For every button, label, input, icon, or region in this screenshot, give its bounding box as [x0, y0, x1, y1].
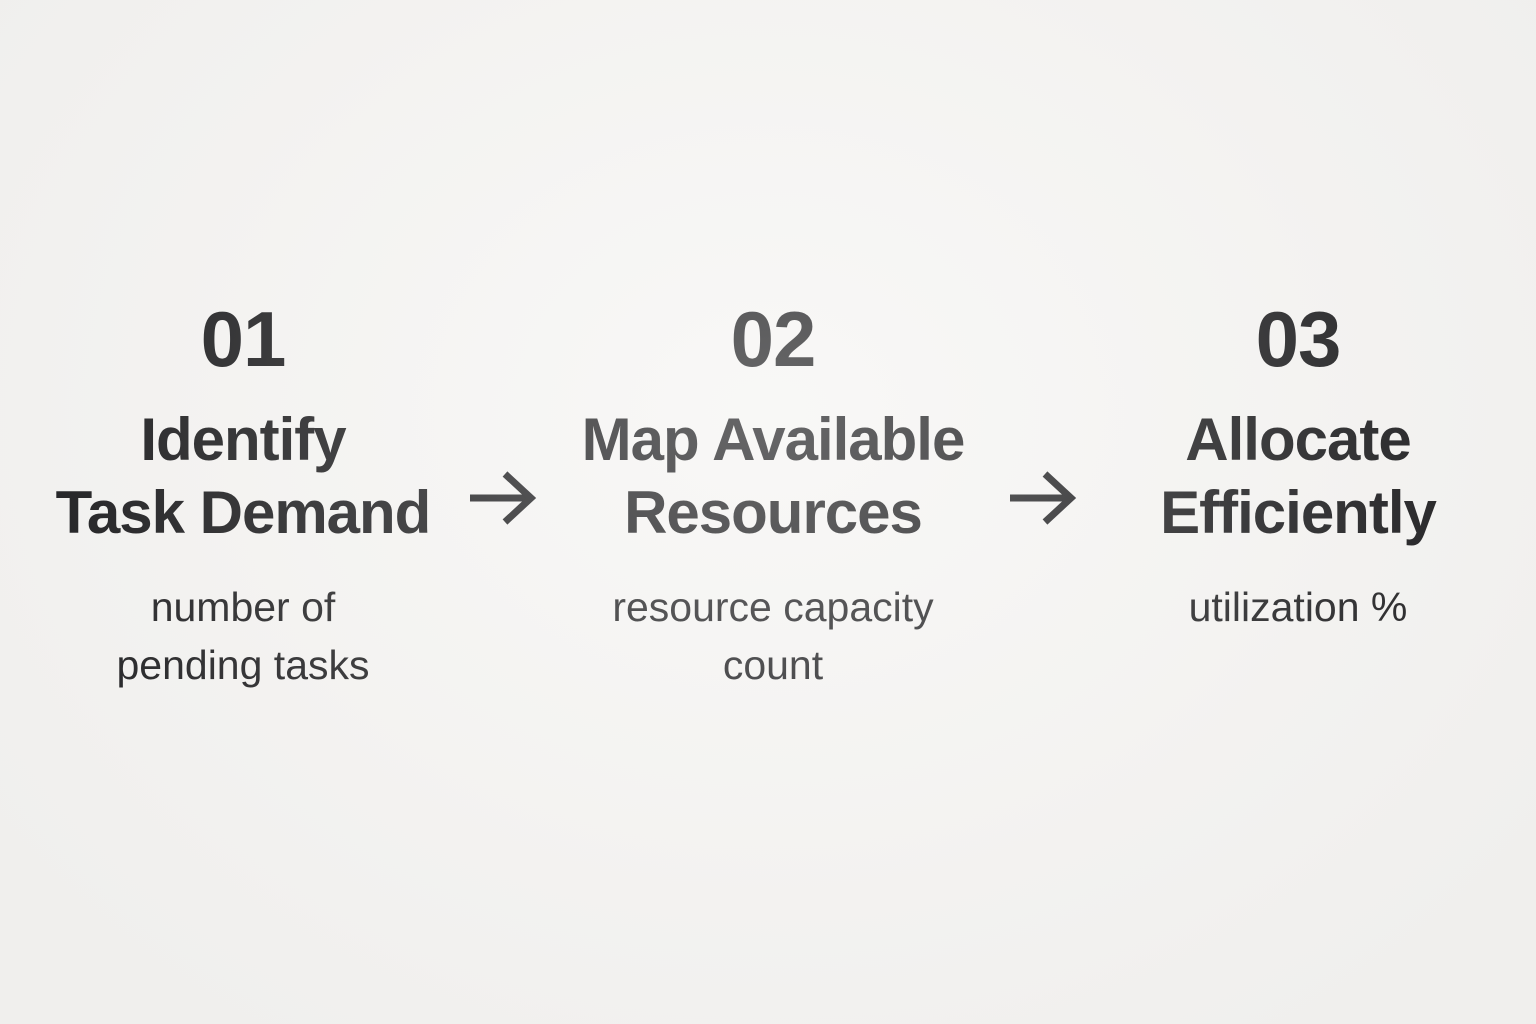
step-title-line: Map Available — [581, 406, 966, 473]
step-subtitle: resource capacity count — [612, 579, 933, 694]
step-subtitle: number of pending tasks — [116, 579, 369, 694]
step-identify-task-demand: 01 Identify Task Demand number of pendin… — [48, 300, 438, 694]
step-allocate-efficiently: 03 Allocate Efficiently utilization % — [1108, 300, 1488, 637]
right-arrow-icon — [1010, 471, 1077, 525]
step-subtitle-line: pending tasks — [116, 641, 370, 688]
step-title-line: Allocate — [1185, 406, 1411, 473]
step-number: 02 — [730, 295, 817, 383]
step-title: Allocate Efficiently — [1160, 404, 1437, 549]
step-title-line: Identify — [140, 406, 346, 473]
flow-arrow-1 — [438, 466, 568, 530]
step-subtitle-line: utilization % — [1188, 584, 1408, 631]
step-number: 01 — [200, 295, 287, 383]
process-flow: 01 Identify Task Demand number of pendin… — [0, 300, 1536, 694]
step-subtitle-line: count — [722, 641, 824, 688]
step-title-line: Resources — [624, 478, 923, 546]
step-subtitle-line: number of — [150, 584, 336, 631]
step-title: Map Available Resources — [581, 404, 966, 549]
flow-arrow-2 — [978, 466, 1108, 530]
step-title-line: Task Demand — [55, 478, 432, 546]
step-title: Identify Task Demand — [55, 404, 432, 549]
step-map-available-resources: 02 Map Available Resources resource capa… — [568, 300, 978, 694]
step-subtitle: utilization % — [1189, 579, 1408, 636]
step-number: 03 — [1255, 295, 1342, 383]
step-title-line: Efficiently — [1160, 478, 1437, 546]
right-arrow-icon — [470, 471, 537, 525]
step-subtitle-line: resource capacity — [612, 584, 934, 631]
